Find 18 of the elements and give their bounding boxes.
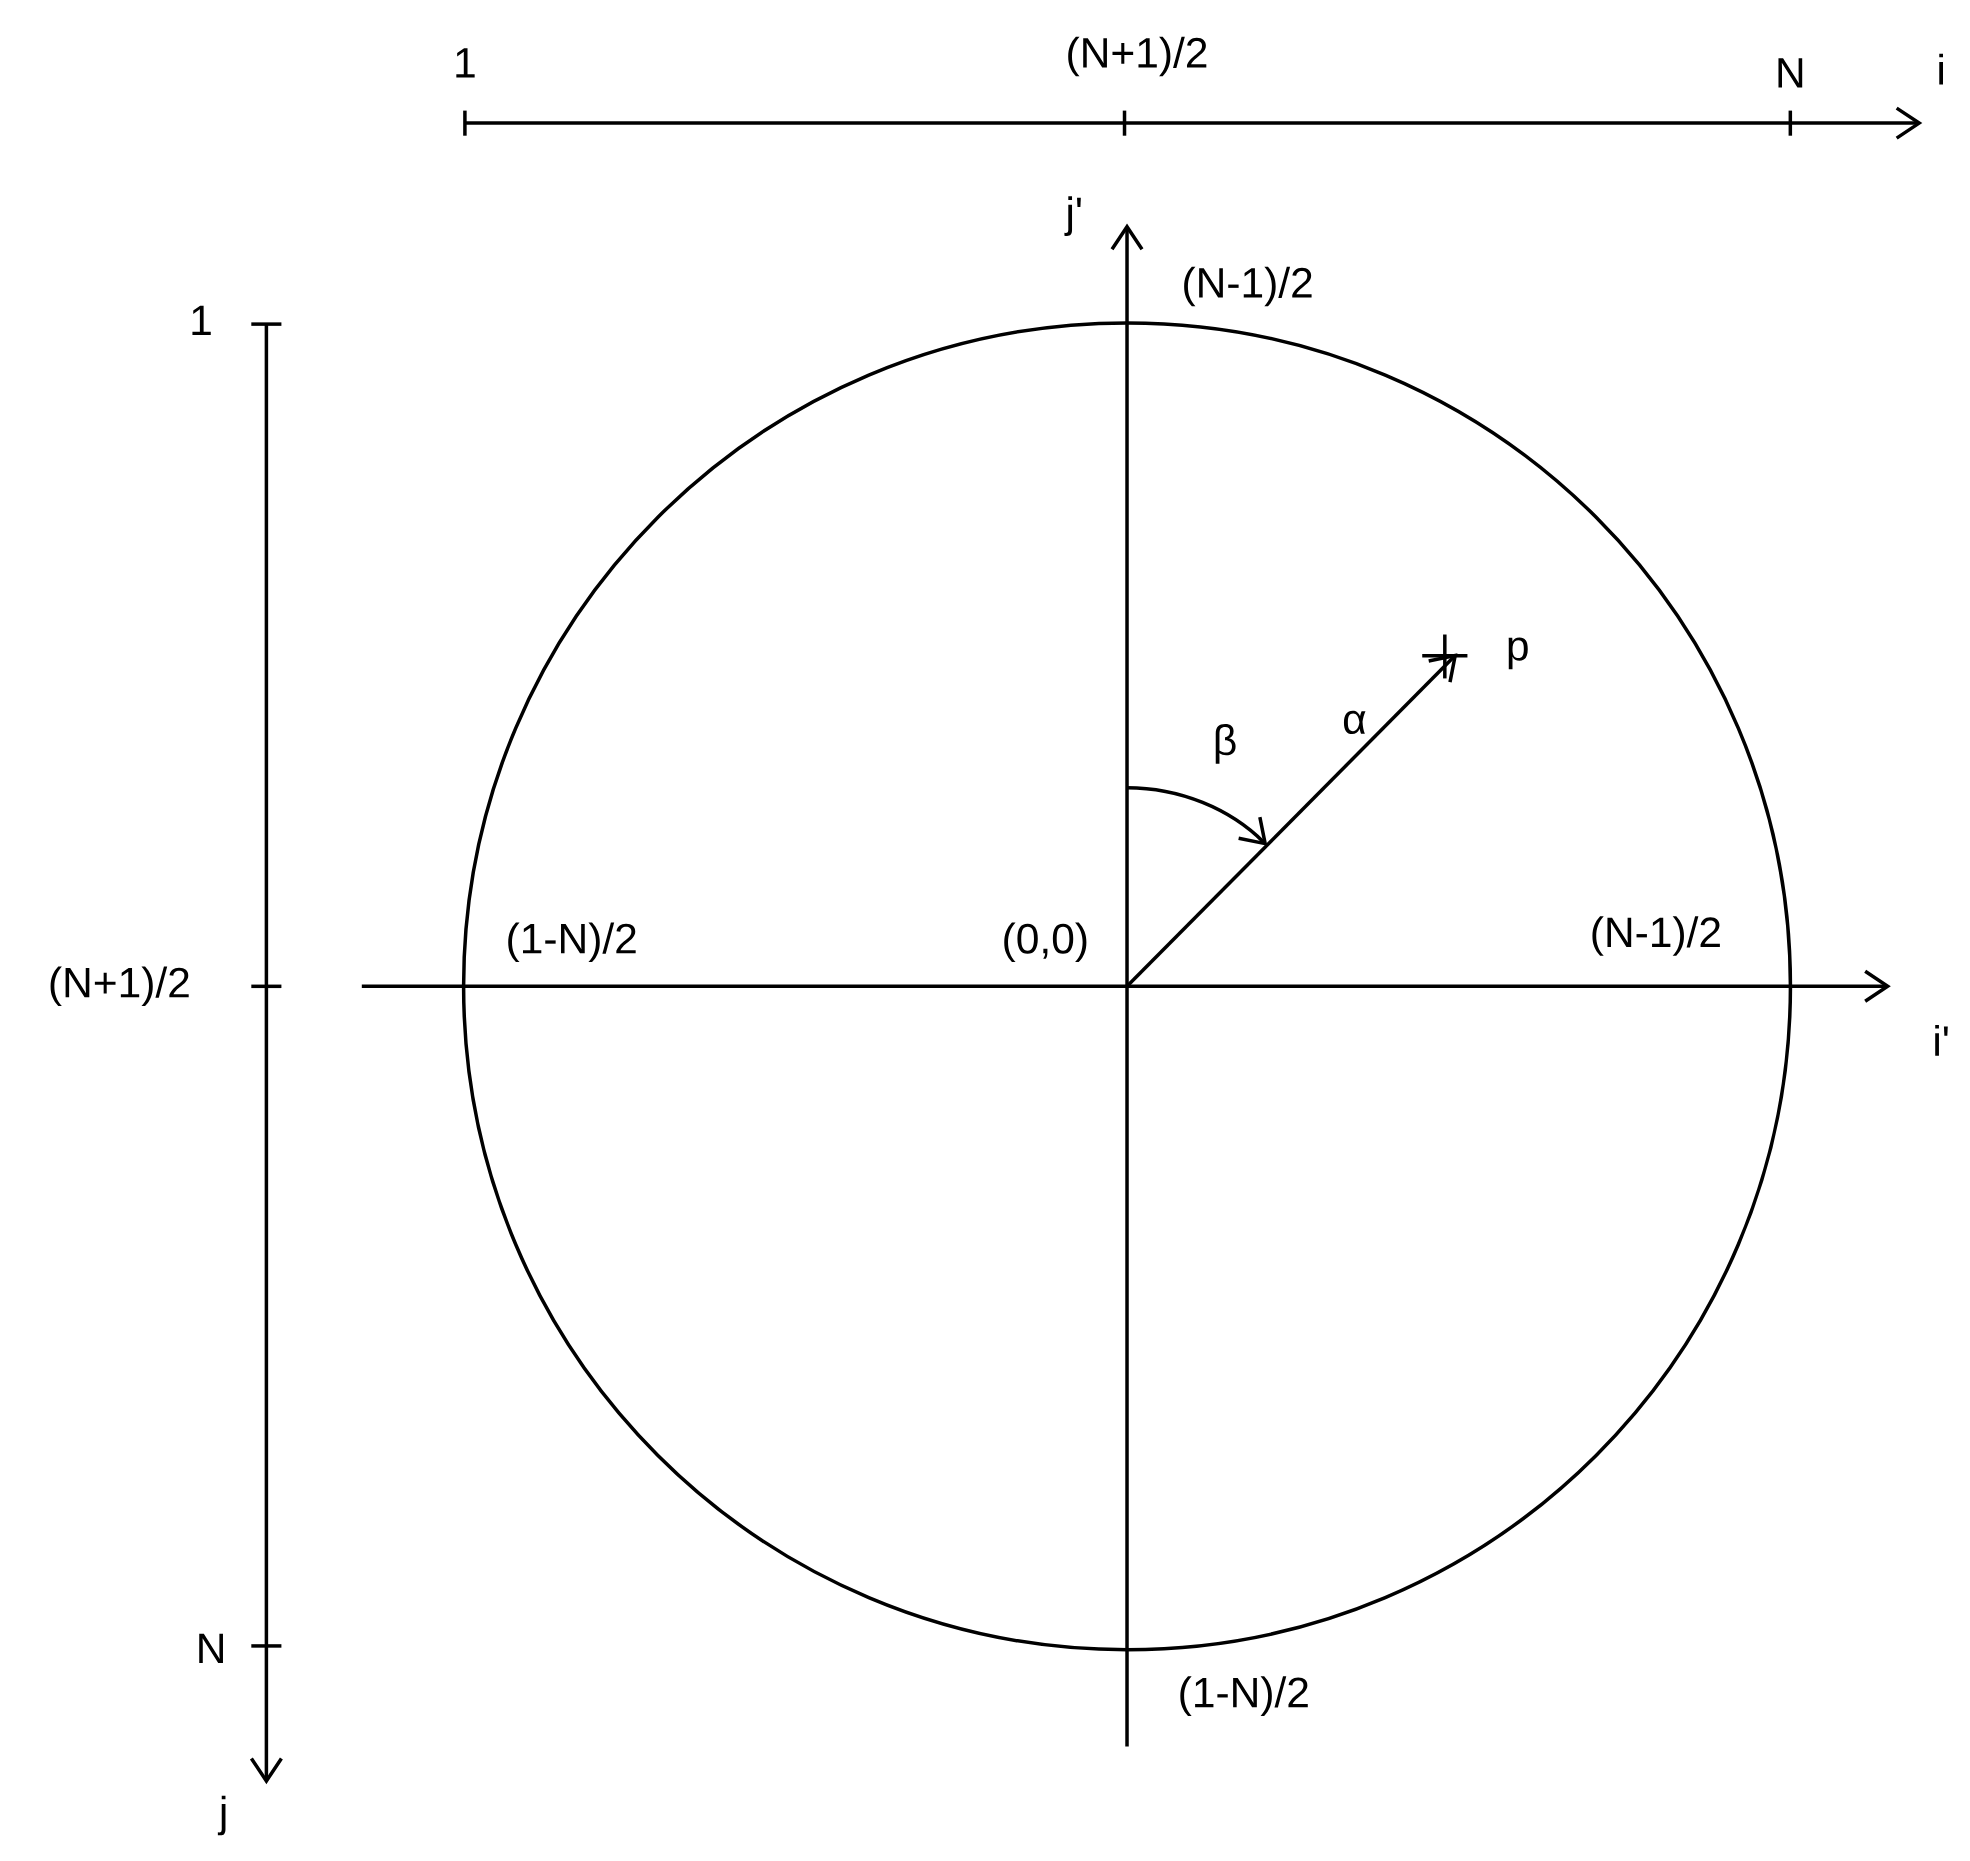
axis-label: (N-1)/2	[1184, 266, 1312, 307]
axis-label: (1-N)/2	[1180, 1676, 1308, 1716]
axis-label: (0,0)	[1004, 922, 1087, 963]
axis-label: j	[217, 1795, 226, 1836]
axis-label: N	[199, 1633, 223, 1664]
axis-label: i'	[1935, 1024, 1948, 1056]
axis-label: α	[1343, 710, 1366, 735]
axis-label: i	[1939, 53, 1943, 85]
axis-label: j'	[1064, 196, 1081, 236]
axis-label: 1	[456, 48, 475, 78]
axis-label: β	[1215, 724, 1236, 764]
axis-label: (N+1)/2	[1068, 36, 1207, 77]
axis-label: (1-N)/2	[508, 922, 636, 963]
axis-label: (N-1)/2	[1592, 916, 1720, 956]
axis-label: 1	[192, 305, 211, 336]
axis-label: p	[1508, 637, 1528, 670]
axis-label: N	[1778, 58, 1803, 88]
axis-label: (N+1)/2	[50, 966, 189, 1007]
